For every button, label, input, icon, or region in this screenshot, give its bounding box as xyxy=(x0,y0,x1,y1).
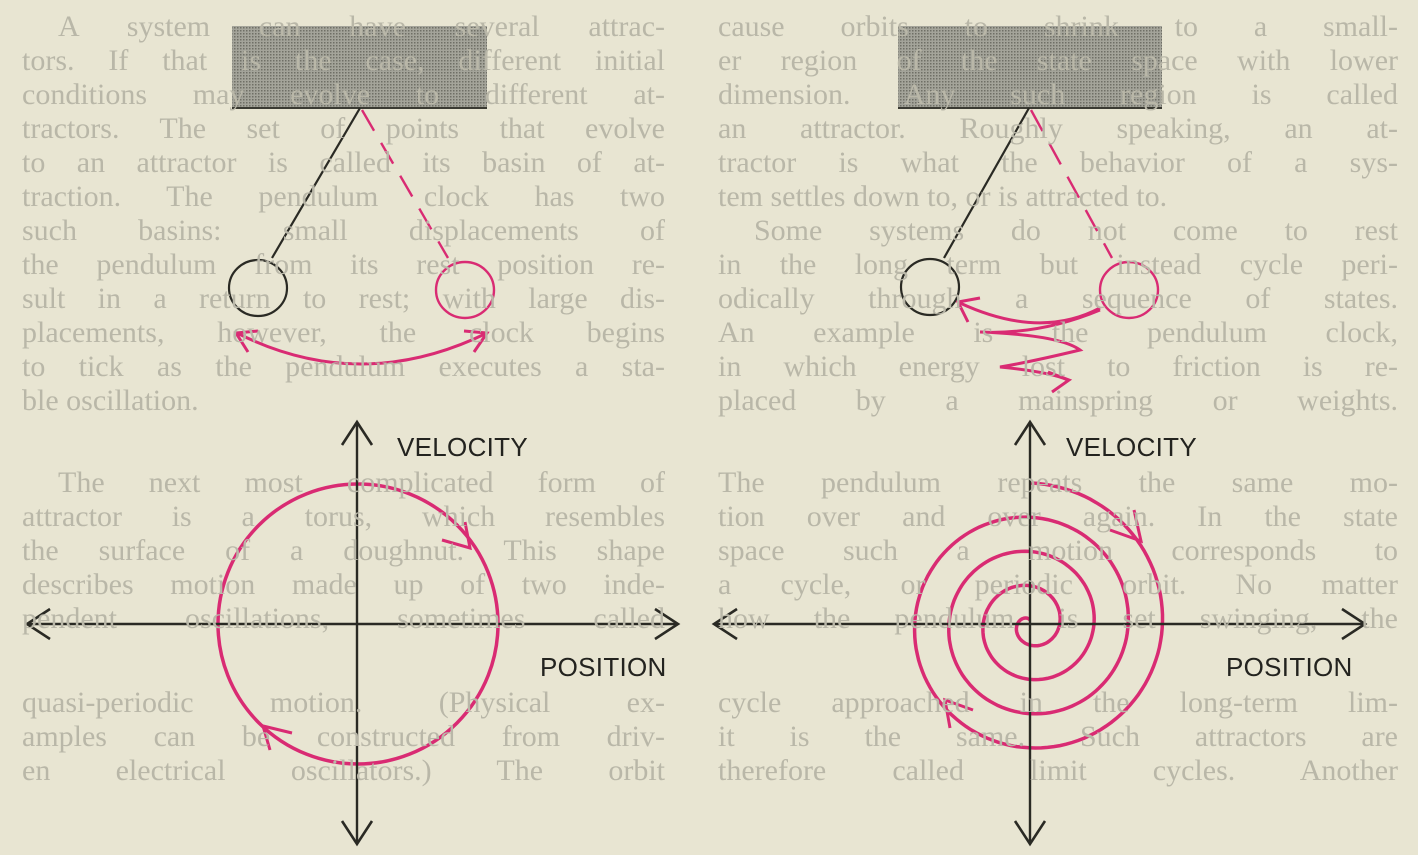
axis-arrowhead-icon xyxy=(1013,419,1047,847)
text-line: describes motion made up of two inde- xyxy=(22,568,665,601)
left-pendulum-bob xyxy=(227,258,289,318)
text-line: Some systems do not come to rest xyxy=(754,214,1398,247)
text-line: tractor is what the behavior of a sys- xyxy=(718,146,1398,179)
left-pendulum-displaced-rod xyxy=(360,109,450,259)
left-velocity-axis-label: VELOCITY xyxy=(397,432,528,462)
right-pendulum-displaced-rod xyxy=(1029,109,1114,259)
text-line: The next most complicated form of xyxy=(58,466,665,499)
text-line: quasi-periodic motion. (Physical ex- xyxy=(22,686,665,719)
axis-arrowhead-icon xyxy=(711,607,1368,641)
text-line: cause orbits to shrink to a small- xyxy=(718,10,1398,43)
text-line: amples can be constructed from driv- xyxy=(22,720,665,753)
orbit-direction-arrowhead-icon xyxy=(943,697,974,729)
text-line: conditions may evolve to different at- xyxy=(22,78,665,111)
text-line: tem settles down to, or is attracted to. xyxy=(718,180,1168,213)
text-line: such basins: small displacements of xyxy=(22,214,665,247)
text-line: the surface of a doughnut. This shape xyxy=(22,534,665,567)
text-line: tors. If that is the case, different ini… xyxy=(22,44,665,77)
left-pendulum-rod xyxy=(271,107,361,259)
text-line: er region of the state space with lower xyxy=(718,44,1398,77)
text-line: odically through a sequence of states. xyxy=(718,282,1398,315)
orbit-direction-arrowhead-icon xyxy=(441,521,472,551)
arrowhead-icon xyxy=(955,296,981,323)
text-line: therefore called limit cycles. Another xyxy=(718,754,1398,787)
text-line: sult in a return to rest; with large dis… xyxy=(22,282,665,315)
right-velocity-axis-label: VELOCITY xyxy=(1066,432,1197,462)
arrowhead-icon xyxy=(463,329,490,353)
text-line: in the long term but instead cycle peri- xyxy=(718,248,1398,281)
left-phase-plot xyxy=(24,419,681,847)
text-line: An example is the pendulum clock, xyxy=(718,316,1398,349)
right-pendulum-rod xyxy=(943,107,1030,259)
left-position-axis-label: POSITION xyxy=(540,652,667,682)
text-line: dimension. Any such region is called xyxy=(718,78,1398,111)
text-line: in which energy lost to friction is re- xyxy=(718,350,1398,383)
text-line: tractors. The set of points that evolve xyxy=(22,112,665,145)
right-damped-swing-arrow xyxy=(959,301,1101,382)
text-line: ble oscillation. xyxy=(22,384,199,417)
text-line: how the pendulum is set swinging, the xyxy=(718,602,1398,635)
text-line: placed by a mainspring or weights. xyxy=(718,384,1398,417)
axis-arrowhead-icon xyxy=(340,419,374,847)
left-swing-arc-arrow xyxy=(236,331,488,366)
left-pendulum-figure xyxy=(227,26,496,366)
text-line: The pendulum repeats the same mo- xyxy=(718,466,1398,499)
axis-arrowhead-icon xyxy=(24,607,681,641)
orbit-direction-arrowhead-icon xyxy=(260,723,293,751)
text-line: tion over and over again. In the state xyxy=(718,500,1398,533)
text-line: to tick as the pendulum executes a sta- xyxy=(22,350,665,383)
arrowhead-icon xyxy=(1047,370,1073,394)
text-line: A system can have several attrac- xyxy=(58,10,665,43)
right-pendulum-bob xyxy=(899,257,961,317)
text-line: to an attractor is called its basin of a… xyxy=(22,146,665,179)
text-line: attractor is a torus, which resembles xyxy=(22,500,665,533)
text-line: it is the same. Such attractors are xyxy=(718,720,1398,753)
arrowhead-icon xyxy=(233,329,259,353)
text-line: an attractor. Roughly speaking, an at- xyxy=(718,112,1398,145)
text-line: en electrical oscillators.) The orbit xyxy=(22,754,665,787)
text-line: traction. The pendulum clock has two xyxy=(22,180,665,213)
text-line: the pendulum from its rest position re- xyxy=(22,248,665,281)
text-line: placements, however, the clock begins xyxy=(22,316,665,349)
text-line: pendent oscillations, sometimes called xyxy=(22,602,665,635)
text-line: a cycle, or periodic orbit. No matter xyxy=(718,568,1398,601)
left-pendulum-displaced-bob xyxy=(434,260,496,320)
body-text-left-column: A system can have several attrac-tors. I… xyxy=(22,0,665,855)
text-line: space such a motion corresponds to xyxy=(718,534,1398,567)
right-pendulum-support xyxy=(898,26,1162,108)
body-text-right-column: cause orbits to shrink to a small-er reg… xyxy=(718,0,1398,855)
orbit-direction-arrowhead-icon xyxy=(1109,509,1144,544)
right-pendulum-displaced-bob xyxy=(1098,260,1160,320)
right-phase-plot xyxy=(711,419,1368,847)
text-line: cycle approached in the long-term lim- xyxy=(718,686,1398,719)
left-pendulum-support xyxy=(232,26,487,108)
right-pendulum-figure xyxy=(898,26,1162,394)
right-position-axis-label: POSITION xyxy=(1226,652,1353,682)
